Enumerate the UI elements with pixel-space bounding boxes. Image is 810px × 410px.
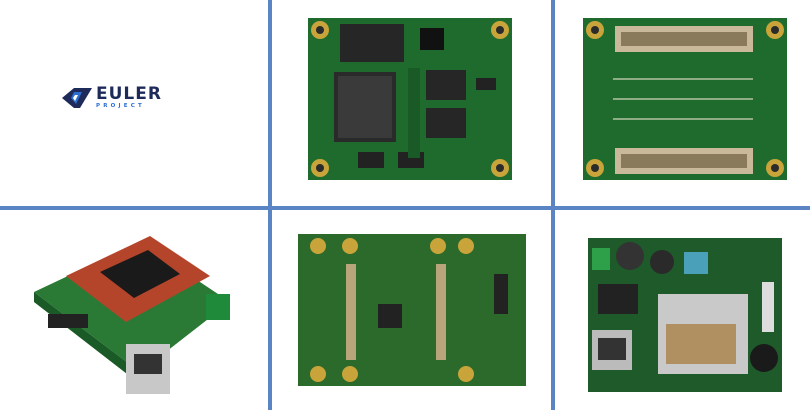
logo-name: EULER xyxy=(96,84,162,104)
grid-divider xyxy=(268,0,272,410)
board-image-carrier-top[interactable] xyxy=(298,234,526,386)
grid-divider xyxy=(551,0,555,410)
euler-project-logo[interactable]: EULER PROJECT xyxy=(62,86,162,110)
logo-subtitle: PROJECT xyxy=(96,103,145,109)
board-image-carrier-assembled[interactable] xyxy=(588,234,782,396)
board-image-som-bottom[interactable] xyxy=(583,18,787,180)
logo-mark-icon xyxy=(62,87,92,108)
grid-divider xyxy=(0,206,810,210)
board-image-som-top[interactable] xyxy=(308,18,512,180)
board-image-stack-3d[interactable] xyxy=(30,222,240,404)
